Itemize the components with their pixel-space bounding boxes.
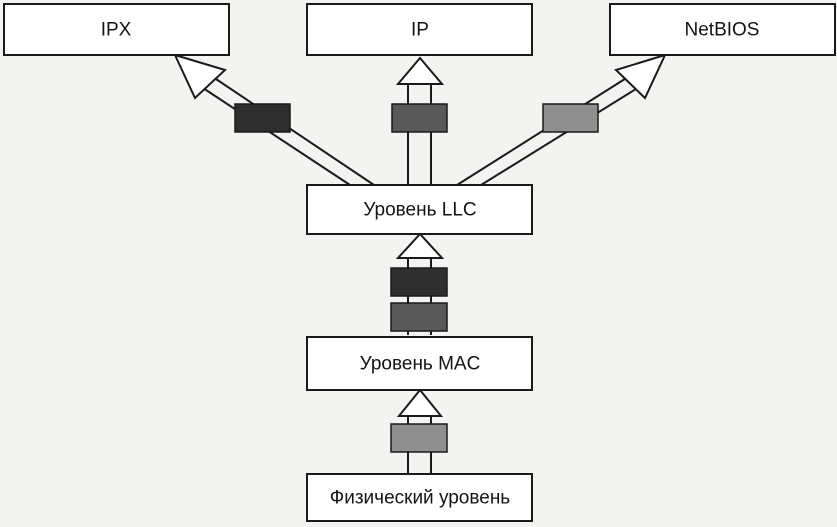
frame-llc-dark — [390, 267, 448, 297]
frame-mac — [390, 423, 448, 453]
arrowhead-to-netbios — [614, 53, 667, 100]
arrowhead-to-llc — [395, 232, 445, 259]
arrowhead-to-mac — [396, 388, 444, 417]
box-mac: Уровень MAC — [306, 336, 533, 391]
box-llc-label: Уровень LLC — [363, 200, 476, 221]
shaft-llc-netbios-right — [480, 88, 637, 186]
box-ip-label: IP — [411, 20, 429, 41]
box-phys-label: Физический уровень — [330, 488, 511, 509]
box-mac-label: Уровень MAC — [360, 354, 481, 375]
box-llc: Уровень LLC — [306, 184, 533, 235]
shaft-llc-ipx-right — [212, 76, 375, 186]
frame-ip — [391, 103, 448, 133]
frame-netbios — [542, 103, 599, 133]
box-ip: IP — [306, 3, 533, 56]
box-ipx: IPX — [3, 3, 230, 56]
box-phys: Физический уровень — [306, 473, 533, 522]
frame-ipx — [234, 103, 291, 133]
box-netbios-label: NetBIOS — [685, 20, 760, 41]
box-ipx-label: IPX — [101, 20, 132, 41]
frame-llc-mid — [390, 302, 448, 332]
shaft-llc-ipx-left — [202, 87, 351, 186]
arrowhead-to-ip — [395, 56, 445, 85]
arrowhead-to-ipx — [173, 53, 227, 100]
box-netbios: NetBIOS — [609, 3, 836, 56]
